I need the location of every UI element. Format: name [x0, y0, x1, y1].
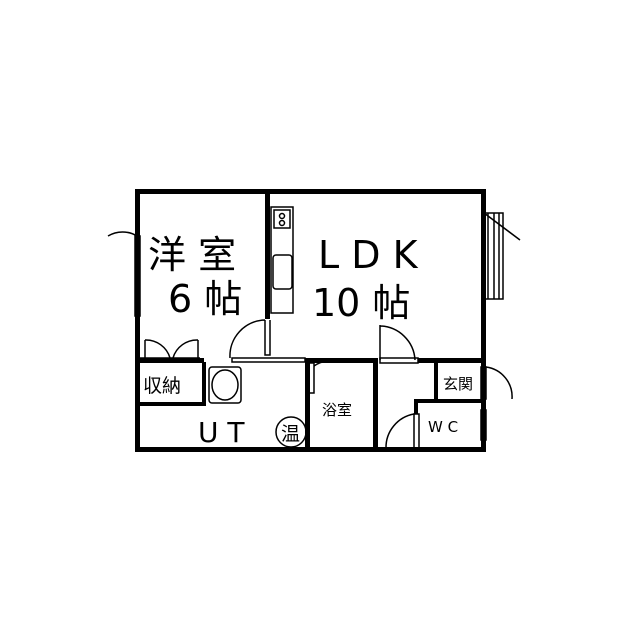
western-room-name: 洋 室	[148, 233, 236, 277]
fixtures	[107, 206, 521, 449]
ldk-room-name: L D K	[318, 233, 419, 277]
wc-label: W C	[428, 418, 458, 436]
western-room-size: 6 帖	[168, 277, 242, 321]
entrance-label: 玄関	[443, 375, 473, 393]
walls	[135, 189, 486, 452]
ldk-room-size: 10 帖	[312, 281, 410, 325]
bath-label: 浴室	[322, 401, 352, 419]
water-heater-label: 温	[281, 423, 300, 445]
storage-label: 収納	[143, 375, 181, 397]
ut-label: U T	[198, 416, 245, 449]
